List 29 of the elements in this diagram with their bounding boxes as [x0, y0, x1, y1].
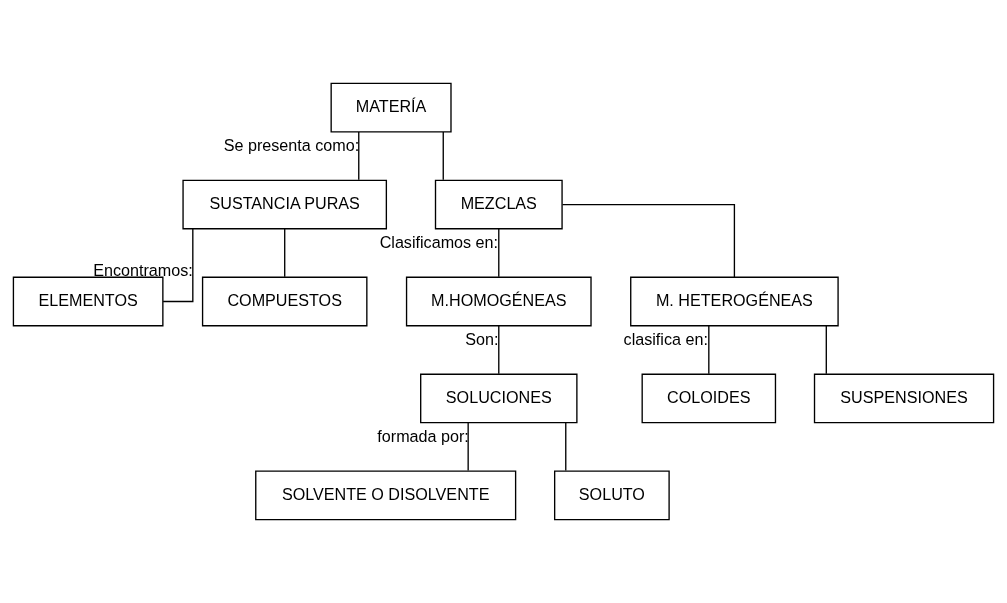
node-box: SOLUTO [554, 470, 670, 521]
connector [498, 325, 500, 375]
node-box: SOLVENTE O DISOLVENTE [255, 470, 517, 521]
node-box: COLOIDES [641, 373, 777, 424]
node-box: COMPUESTOS [201, 276, 368, 327]
node-box: M. HETEROGÉNEAS [630, 276, 839, 327]
edge-label: Encontramos: [93, 260, 193, 279]
node-box: SOLUCIONES [420, 373, 578, 424]
edge-label: Son: [465, 330, 499, 349]
edge-label: Se presenta como: [223, 136, 360, 155]
node-box: MEZCLAS [434, 179, 563, 230]
node-box: M.HOMOGÉNEAS [405, 276, 592, 327]
connector [498, 228, 500, 278]
connector [162, 228, 194, 303]
node-box: ELEMENTOS [12, 276, 164, 327]
edge-label: Clasificamos en: [379, 233, 499, 252]
connector [358, 131, 360, 181]
edge-label: clasifica en: [623, 330, 708, 349]
edge-label: formada por: [377, 427, 469, 446]
connector [284, 228, 286, 278]
connector [708, 325, 710, 375]
node-box: MATERÍA [330, 82, 452, 133]
node-box: SUSTANCIA PURAS [182, 179, 388, 230]
node-box: SUSPENSIONES [813, 373, 995, 424]
connector [561, 203, 736, 278]
connector [565, 422, 567, 472]
connector [467, 422, 469, 472]
connector [825, 325, 827, 375]
connector [442, 131, 444, 181]
